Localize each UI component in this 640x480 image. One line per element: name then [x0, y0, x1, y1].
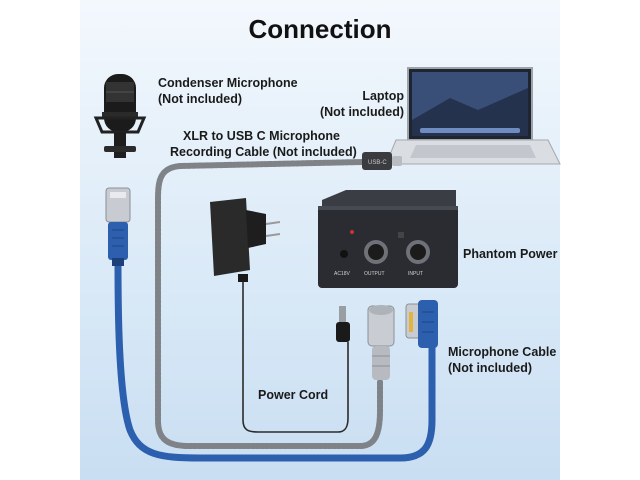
microphone-cable-line1: Microphone Cable	[448, 345, 557, 359]
box-label-ac: AC18V	[334, 271, 351, 277]
microphone-icon	[93, 74, 147, 158]
xlr-male-connector-icon	[405, 300, 438, 348]
usb-cable-label-line1: XLR to USB C Microphone	[183, 129, 340, 143]
dc-plug-icon	[336, 306, 350, 342]
condenser-microphone-name: Condenser Microphone	[158, 76, 298, 90]
xlr-connector-icon	[105, 187, 131, 266]
microphone-cable-label: Microphone Cable (Not included)	[448, 344, 556, 376]
usb-c-cable-braided	[155, 159, 383, 449]
power-adapter-icon	[210, 198, 281, 282]
laptop-name: Laptop	[362, 89, 404, 103]
power-cord-line	[242, 280, 349, 433]
phantom-power-label: Phantom Power	[463, 246, 557, 262]
condenser-microphone-label: Condenser Microphone (Not included)	[158, 75, 298, 107]
power-cord-label: Power Cord	[258, 387, 328, 403]
xlr-female-connector-icon	[367, 305, 395, 380]
power-cord-text: Power Cord	[258, 388, 329, 402]
right-margin	[560, 0, 640, 480]
laptop-label: Laptop (Not included)	[300, 88, 404, 120]
box-label-input: INPUT	[408, 271, 423, 277]
usb-cable-label: XLR to USB C Microphone Recording Cable …	[170, 128, 357, 160]
phantom-power-box-icon	[318, 190, 458, 288]
usb-c-plug-icon: USB-C	[362, 152, 402, 170]
microphone-cable-blue	[114, 258, 436, 462]
laptop-icon	[385, 67, 561, 165]
diagram-title: Connection	[248, 14, 392, 44]
laptop-note: (Not included)	[319, 105, 404, 119]
condenser-microphone-note: (Not included)	[158, 92, 243, 106]
left-margin	[0, 0, 80, 480]
usb-cable-label-line2: Recording Cable (Not included)	[170, 145, 357, 159]
microphone-cable-line2: (Not included)	[448, 361, 533, 375]
phantom-power-text: Phantom Power	[463, 247, 558, 261]
svg-text:USB-C: USB-C	[368, 160, 387, 166]
box-label-output: OUTPUT	[364, 271, 385, 277]
